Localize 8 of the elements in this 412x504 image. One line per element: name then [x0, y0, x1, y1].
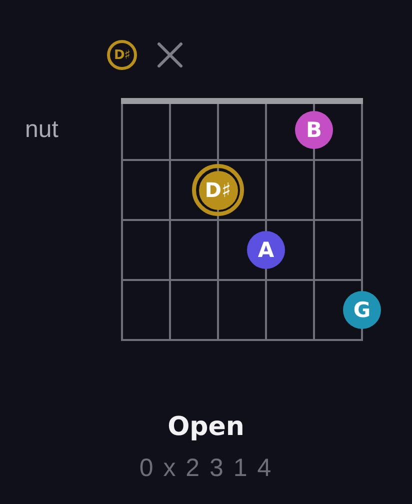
- note-dot: G: [343, 291, 381, 329]
- open-string-marker: D♯: [107, 40, 137, 70]
- nut-label: nut: [25, 116, 58, 144]
- finger-numbers: 0 x 2 3 1 4: [139, 453, 273, 483]
- note-dot: A: [247, 231, 285, 269]
- note-dot: B: [295, 111, 333, 149]
- root-note-dot: D♯: [192, 164, 244, 216]
- chord-name: Open: [168, 411, 244, 443]
